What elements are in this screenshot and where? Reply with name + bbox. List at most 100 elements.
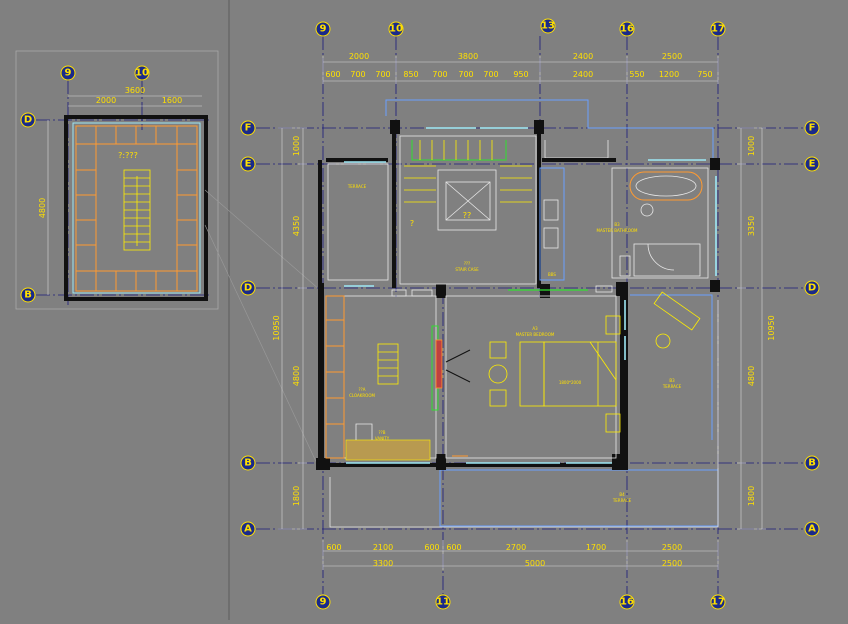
inset-stair-plan[interactable]: 3600 2000 1600 4800 (15, 50, 321, 471)
windows (344, 127, 717, 464)
svg-text:2400: 2400 (573, 70, 593, 79)
svg-text:5000: 5000 (525, 559, 545, 568)
inset-bubble-9[interactable]: 9 (60, 65, 76, 81)
svg-text:17: 17 (711, 597, 725, 608)
left-dimensions: 1000 4350 4800 1800 10950 (272, 127, 307, 530)
inset-frame (15, 50, 219, 310)
bubble-bottom-9[interactable]: 9 (315, 594, 331, 610)
right-dimensions: 1000 3350 4800 1800 10950 (737, 127, 776, 530)
svg-text:750: 750 (697, 70, 712, 79)
svg-text:MASTER BEDROOM: MASTER BEDROOM (516, 332, 555, 337)
svg-text:600: 600 (326, 543, 341, 552)
svg-text:1800: 1800 (292, 486, 301, 506)
svg-text:D: D (24, 115, 32, 126)
svg-text:600: 600 (325, 70, 340, 79)
bubble-top-17[interactable]: 17 (710, 21, 726, 37)
svg-text:2100: 2100 (373, 543, 393, 552)
svg-text:3350: 3350 (747, 216, 756, 236)
room-shaft[interactable]: BBS (539, 167, 565, 281)
svg-text:E: E (245, 159, 252, 170)
svg-text:1800*2000: 1800*2000 (559, 380, 582, 385)
bubble-left-a[interactable]: A (240, 521, 256, 537)
svg-text:1000: 1000 (292, 136, 301, 156)
svg-text:700: 700 (458, 70, 473, 79)
room-stair-case[interactable]: ?? ? ??? STAIR CASE (399, 135, 537, 285)
bubble-top-10[interactable]: 10 (388, 21, 404, 37)
terrace-outlines (329, 99, 719, 528)
bubble-right-a[interactable]: A (804, 521, 820, 537)
svg-text:700: 700 (375, 70, 390, 79)
svg-text:10: 10 (389, 24, 403, 35)
room-cloakroom[interactable]: ??A CLOAKROOM ??B VANITY (325, 295, 437, 461)
svg-text:MASTER BATHROOM: MASTER BATHROOM (597, 228, 638, 233)
svg-text:3300: 3300 (373, 559, 393, 568)
room-terrace-upper[interactable]: TERRACE (327, 163, 389, 281)
svg-text:550: 550 (629, 70, 644, 79)
room-master-bathroom[interactable]: B3 MASTER BATHROOM (597, 167, 709, 279)
bubble-left-b[interactable]: B (240, 455, 256, 471)
svg-text:1700: 1700 (586, 543, 606, 552)
main-floor-plan[interactable]: 2000 3800 2400 2500 600 700 700 850 700 … (240, 18, 820, 610)
bubble-left-e[interactable]: E (240, 156, 256, 172)
svg-text:B3: B3 (669, 378, 675, 383)
svg-text:10: 10 (135, 68, 149, 79)
svg-text:B3: B3 (614, 222, 620, 227)
svg-text:???: ??? (464, 261, 470, 266)
inset-bubble-10[interactable]: 10 (134, 65, 150, 81)
svg-text:A: A (808, 524, 816, 535)
svg-text:TERRACE: TERRACE (347, 184, 367, 189)
svg-text:2500: 2500 (662, 52, 682, 61)
bubble-top-9[interactable]: 9 (315, 21, 331, 37)
svg-text:4800: 4800 (292, 366, 301, 386)
bubble-right-d[interactable]: D (804, 280, 820, 296)
inset-ref-line-1 (204, 189, 321, 291)
bubble-left-f[interactable]: F (240, 120, 256, 136)
svg-text:BBS: BBS (548, 272, 556, 277)
svg-text:??B: ??B (379, 430, 386, 435)
svg-text:2700: 2700 (506, 543, 526, 552)
top-dimensions: 2000 3800 2400 2500 600 700 700 850 700 … (322, 52, 719, 84)
room-terrace-right[interactable]: B3 TERRACE (653, 291, 701, 389)
bubble-right-e[interactable]: E (804, 156, 820, 172)
inset-dim-left: 4800 (38, 198, 47, 218)
inset-storage-grid (75, 125, 198, 292)
inset-bubble-d[interactable]: D (20, 112, 36, 128)
svg-text:A3: A3 (532, 326, 538, 331)
svg-text:2000: 2000 (349, 52, 369, 61)
bubble-top-16[interactable]: 16 (619, 21, 635, 37)
bubble-right-b[interactable]: B (804, 455, 820, 471)
bubble-top-13[interactable]: 13 (540, 18, 556, 34)
svg-text:F: F (809, 123, 816, 134)
bubble-bottom-17[interactable]: 17 (710, 594, 726, 610)
svg-text:17: 17 (711, 24, 725, 35)
inset-dim-seg-1: 2000 (96, 96, 116, 105)
bubble-left-d[interactable]: D (240, 280, 256, 296)
svg-text:4800: 4800 (747, 366, 756, 386)
inset-stair (123, 169, 151, 251)
room-master-bedroom[interactable]: A3 MASTER BEDROOM 1800*2000 (431, 295, 621, 459)
inset-bubble-b[interactable]: B (20, 287, 36, 303)
svg-text:950: 950 (513, 70, 528, 79)
svg-text:E: E (809, 159, 816, 170)
svg-text:600: 600 (446, 543, 461, 552)
svg-text:1000: 1000 (747, 136, 756, 156)
inset-room-label: ?:??? (118, 151, 138, 160)
svg-text:CLOAKROOM: CLOAKROOM (349, 393, 375, 398)
room-terrace-bottom[interactable]: B4 TERRACE (612, 492, 632, 503)
bubble-bottom-16[interactable]: 16 (619, 594, 635, 610)
svg-text:2500: 2500 (662, 559, 682, 568)
svg-text:11: 11 (436, 597, 450, 608)
door-markers (391, 285, 613, 457)
bubble-right-f[interactable]: F (804, 120, 820, 136)
svg-text:13: 13 (541, 21, 555, 32)
inset-dim-total: 3600 (125, 86, 145, 95)
svg-text:16: 16 (620, 597, 634, 608)
bubble-bottom-11[interactable]: 11 (435, 594, 451, 610)
svg-text:2500: 2500 (662, 543, 682, 552)
svg-text:10950: 10950 (272, 315, 281, 340)
svg-text:B: B (24, 290, 32, 301)
svg-text:1200: 1200 (659, 70, 679, 79)
svg-text:STAIR CASE: STAIR CASE (455, 267, 479, 272)
